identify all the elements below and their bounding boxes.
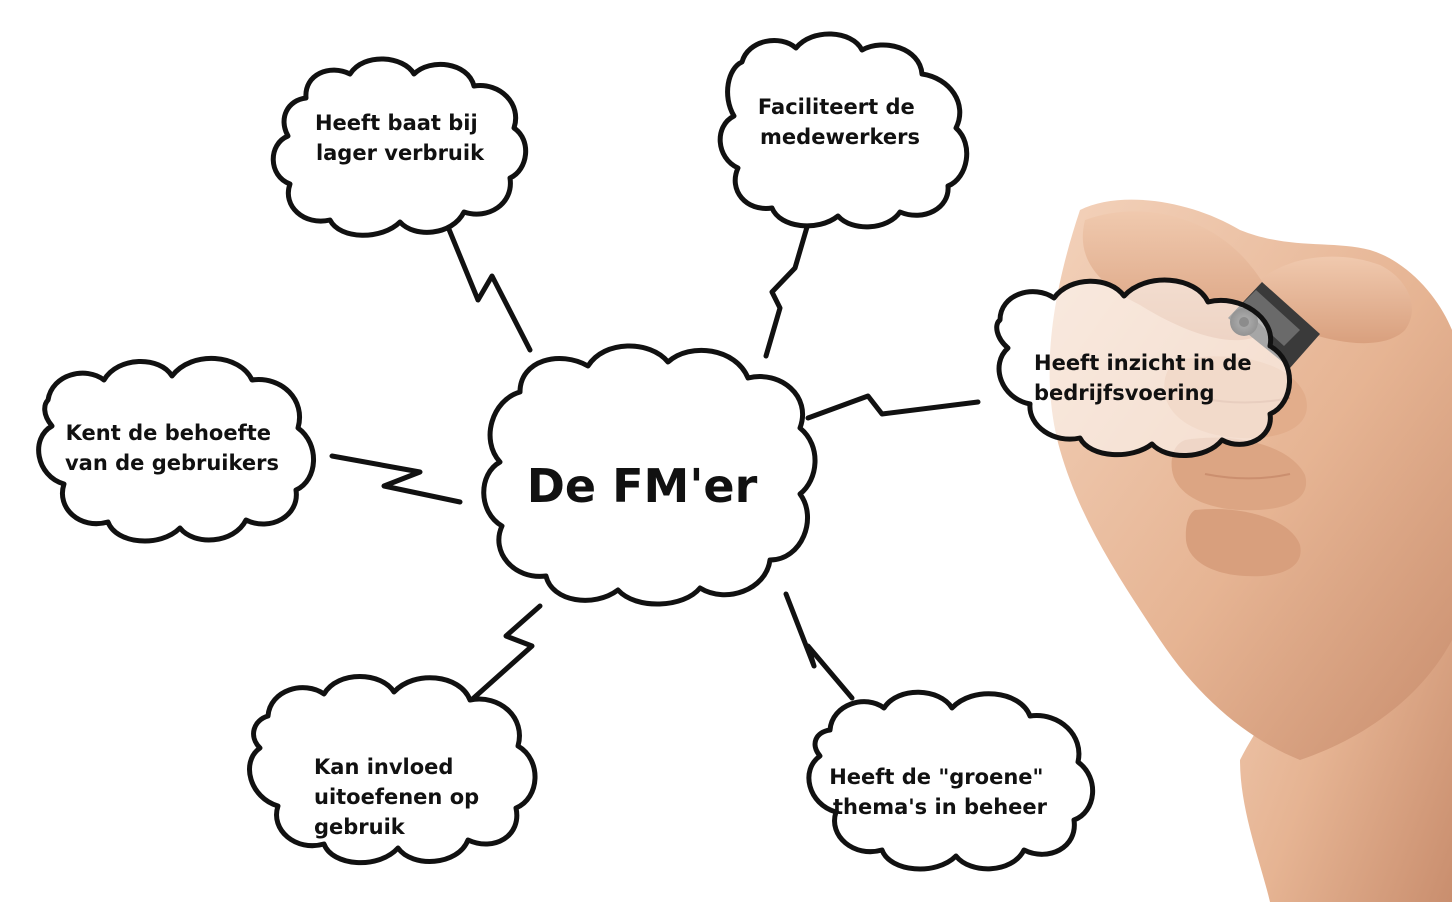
- center-cloud: [481, 343, 818, 607]
- cloud-top-left: [270, 56, 529, 238]
- connector-top-left: [443, 219, 533, 353]
- node-bottom-left-line-2: uitoefenen op: [314, 785, 479, 809]
- node-right-label: Heeft inzicht in de bedrijfsvoering: [1034, 351, 1259, 405]
- node-top-left-label: Heeft baat bij lager verbruik: [315, 111, 485, 165]
- node-left-label: Kent de behoefte van de gebruikers: [65, 421, 279, 475]
- node-bottom-left-label: Kan invloed uitoefenen op gebruik: [314, 755, 486, 839]
- node-left-line-2: van de gebruikers: [65, 451, 279, 475]
- node-bottom-right-line-2: thema's in beheer: [833, 795, 1048, 819]
- node-bottom-right-label: Heeft de "groene" thema's in beheer: [829, 765, 1051, 819]
- cloud-left: [36, 355, 316, 544]
- labels: De FM'er Heeft baat bij lager verbruik F…: [65, 95, 1259, 839]
- connector-left: [329, 453, 463, 505]
- node-bottom-left-line-3: gebruik: [314, 815, 406, 839]
- node-bottom-left-line-1: Kan invloed: [314, 755, 453, 779]
- cloud-top-right: [717, 31, 970, 230]
- connector-bottom-right: [783, 591, 855, 701]
- node-left-line-1: Kent de behoefte: [66, 421, 271, 445]
- center-label: De FM'er: [527, 459, 758, 513]
- node-right-line-2: bedrijfsvoering: [1034, 381, 1215, 405]
- node-top-right-line-1: Faciliteert de: [758, 95, 915, 119]
- node-top-right-label: Faciliteert de medewerkers: [758, 95, 922, 149]
- node-top-right-line-2: medewerkers: [760, 125, 920, 149]
- connector-bottom-left: [455, 603, 543, 715]
- connector-right: [805, 393, 981, 421]
- cloud-right: [994, 277, 1292, 458]
- node-top-left-line-1: Heeft baat bij: [315, 111, 478, 135]
- connectors: [329, 207, 981, 715]
- cloud-bottom-left: [247, 674, 538, 865]
- connector-top-right: [763, 207, 815, 359]
- node-bottom-right-line-1: Heeft de "groene": [829, 765, 1043, 789]
- node-right-line-1: Heeft inzicht in de: [1034, 351, 1252, 375]
- cloud-bottom-right: [806, 689, 1095, 872]
- clouds: [36, 31, 1292, 872]
- node-top-left-line-2: lager verbruik: [316, 141, 485, 165]
